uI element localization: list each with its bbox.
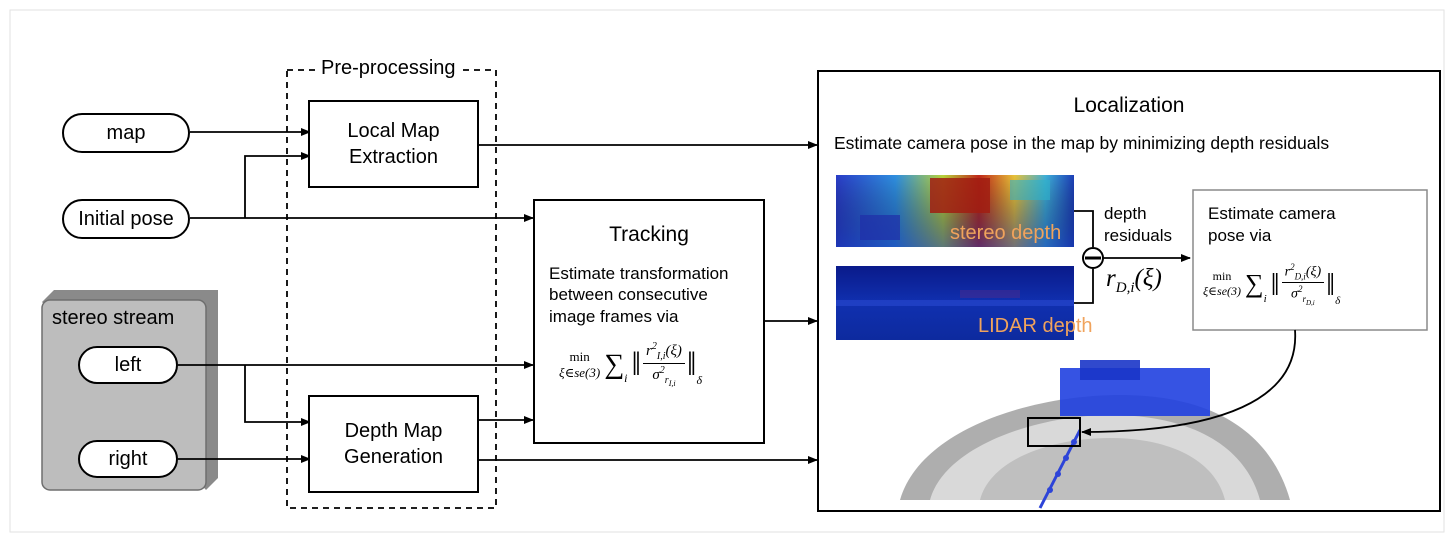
tracking-desc-line-1: Estimate transformation	[549, 264, 729, 283]
stereo-depth-image	[836, 175, 1074, 247]
depth-map-generation-box: Depth Map Generation	[308, 395, 479, 493]
local-map-line-2: Extraction	[349, 146, 438, 168]
map-label: map	[106, 121, 146, 144]
residual-r: r	[1106, 265, 1116, 292]
depth-map-line-1: Depth Map	[344, 420, 443, 442]
preprocessing-title: Pre-processing	[315, 57, 462, 81]
estimate-pose-box	[1192, 189, 1428, 331]
estimate-pose-text: Estimate camera pose via	[1208, 203, 1336, 247]
stereo-depth-label: stereo depth	[950, 222, 1062, 244]
left-label: left	[114, 353, 142, 376]
depth-map-line-2: Generation	[344, 446, 443, 468]
right-input: right	[78, 440, 178, 478]
lidar-depth-image	[836, 266, 1074, 340]
tracking-desc-line-2: between consecutive	[549, 285, 708, 305]
tracking-box: Tracking Estimate transformation between…	[533, 199, 765, 444]
stereo-stream-label: stereo stream	[52, 307, 175, 329]
map-input: map	[62, 113, 190, 153]
local-map-extraction-box: Local Map Extraction	[308, 100, 479, 188]
pose-box-marker	[1027, 417, 1081, 447]
subtraction-symbol	[1082, 247, 1104, 269]
figure-frame	[9, 9, 1445, 533]
initial-pose-input: Initial pose	[62, 199, 190, 239]
localization-subtitle: Estimate camera pose in the map by minim…	[834, 133, 1330, 153]
tracking-title: Tracking	[609, 223, 689, 246]
arrow-left-to-depth-map	[244, 365, 311, 426]
tracking-description: Estimate transformation between consecut…	[549, 263, 729, 327]
estimate-pose-line-2: pose via	[1208, 226, 1272, 246]
arrow-pose-to-local-map	[244, 152, 311, 218]
estimate-pose-line-1: Estimate camera	[1208, 204, 1336, 223]
right-label: right	[108, 447, 148, 470]
residual-arg: (ξ)	[1134, 265, 1162, 292]
localization-title: Localization	[1073, 94, 1185, 117]
initial-pose-label: Initial pose	[78, 207, 174, 230]
arrow-estimate-to-pointcloud	[1081, 329, 1296, 436]
local-map-line-1: Local Map	[347, 120, 440, 142]
tracking-desc-line-3: image frames via	[549, 306, 679, 326]
left-input: left	[78, 346, 178, 384]
depth-residuals-line-1: depth	[1104, 204, 1147, 223]
depth-residuals-line-2: residuals	[1104, 226, 1173, 246]
residual-subscript: D,i	[1115, 280, 1135, 296]
point-cloud-image	[900, 360, 1290, 509]
lidar-depth-label: LIDAR depth	[978, 315, 1093, 337]
depth-residuals-label: depth residuals	[1104, 203, 1172, 247]
residual-symbol: rD,i(ξ)	[1106, 264, 1162, 298]
